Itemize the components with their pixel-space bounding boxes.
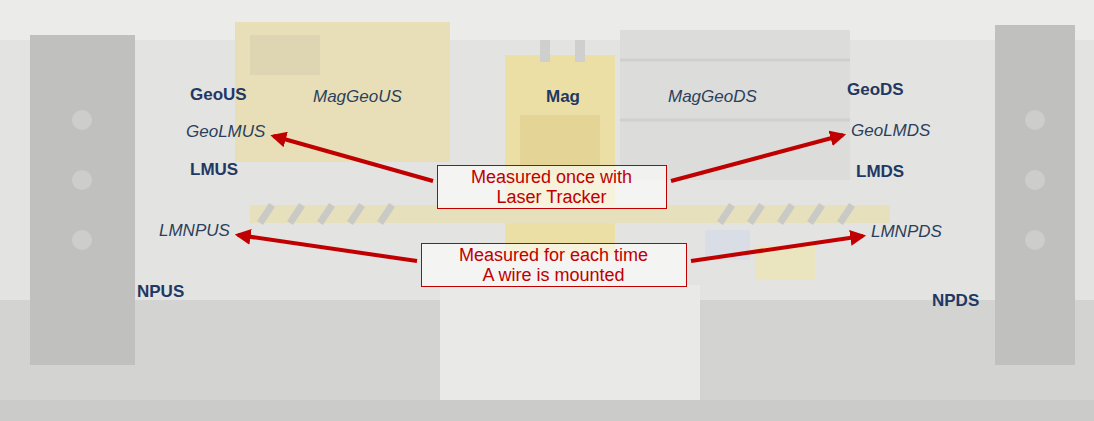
callout-text: Measured for each time A wire is mounted — [454, 245, 654, 285]
part-label: GeoUS — [190, 85, 247, 105]
leader-arrow — [671, 135, 843, 181]
leader-arrow — [238, 235, 417, 261]
part-label: MagGeoDS — [668, 87, 757, 107]
part-label: NPDS — [932, 291, 979, 311]
part-label: LMNPUS — [159, 221, 230, 241]
part-label: GeoDS — [847, 80, 904, 100]
part-label: NPUS — [137, 282, 184, 302]
callout-box: Measured once with Laser Tracker — [437, 165, 667, 209]
callout-box: Measured for each time A wire is mounted — [421, 243, 687, 287]
leader-arrow — [691, 236, 863, 261]
part-label: LMNPDS — [871, 222, 942, 242]
part-label: GeoLMDS — [851, 121, 930, 141]
part-label: Mag — [546, 87, 580, 107]
part-label: MagGeoUS — [313, 87, 402, 107]
part-label: LMDS — [856, 162, 904, 182]
part-label: LMUS — [190, 160, 238, 180]
leader-arrow — [273, 136, 433, 181]
part-label: GeoLMUS — [186, 122, 265, 142]
callout-text: Measured once with Laser Tracker — [452, 167, 652, 207]
